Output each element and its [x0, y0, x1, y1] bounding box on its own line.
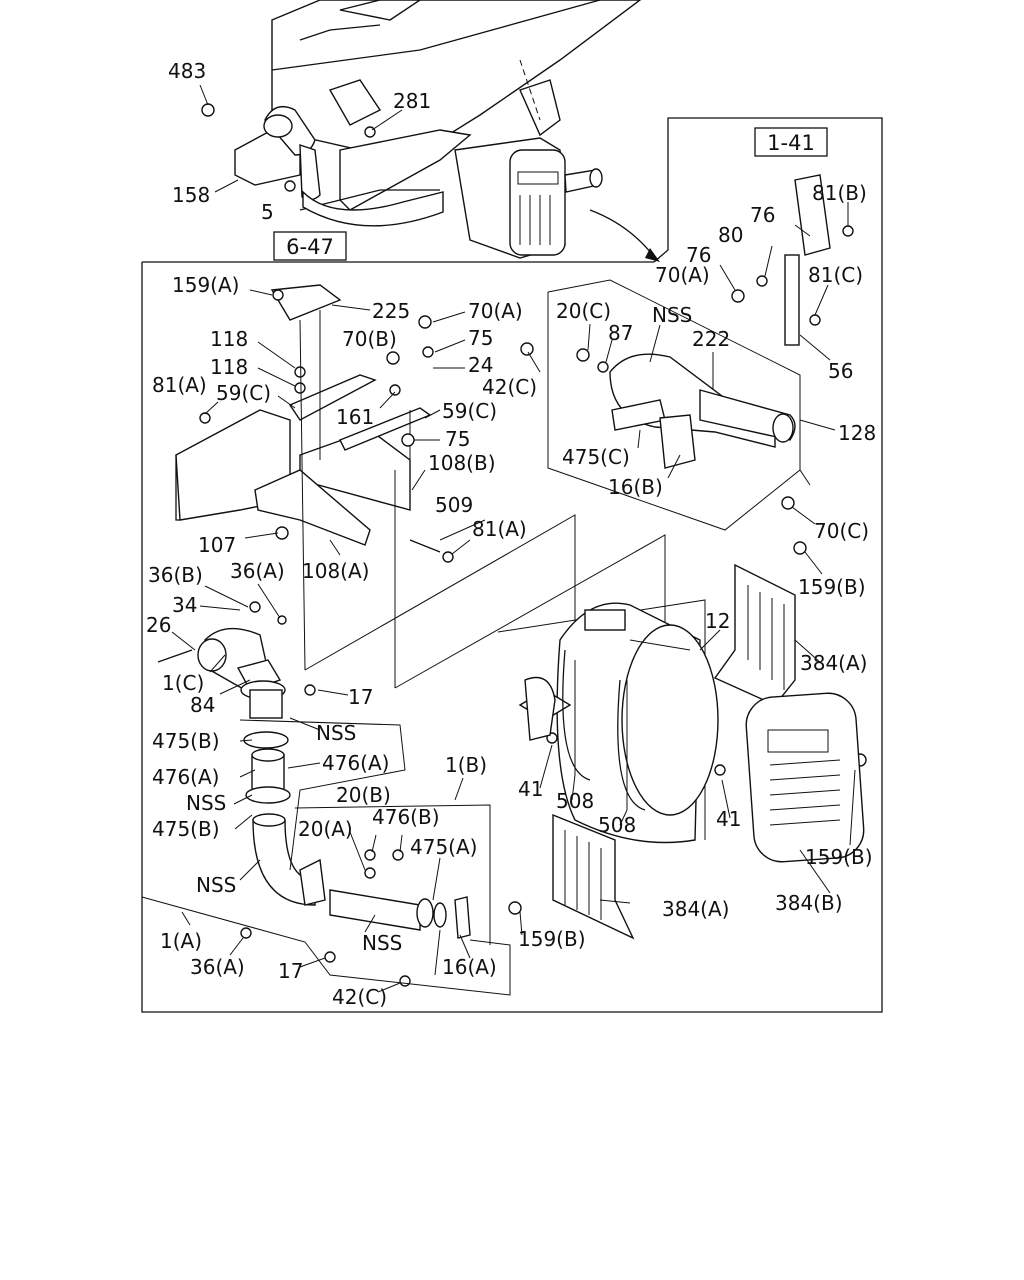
- part-label: 41: [518, 777, 543, 801]
- fasteners: [199, 103, 867, 987]
- leader-lines: [171, 84, 856, 993]
- part-label: 16(B): [608, 475, 663, 499]
- lower-exhaust-pipe-chain: [197, 627, 471, 939]
- part-label: 36(A): [190, 955, 245, 979]
- ref-label-6-47[interactable]: 6-47: [286, 235, 334, 259]
- tail-pipe-assembly: [609, 174, 831, 469]
- upper-right-frame: [141, 117, 883, 1013]
- frame-bracket-assembly: [175, 284, 432, 546]
- part-label: NSS: [652, 303, 692, 327]
- part-label: 222: [692, 327, 730, 351]
- part-label: 384(A): [800, 651, 867, 675]
- part-label: NSS: [362, 931, 402, 955]
- upper-exhaust-elbow: [263, 106, 444, 227]
- part-label: 59(C): [216, 381, 271, 405]
- part-label: 108(B): [428, 451, 496, 475]
- part-label: 509: [435, 493, 473, 517]
- part-label: 81(C): [808, 263, 863, 287]
- part-label: 24: [468, 353, 493, 377]
- part-label: 76: [750, 203, 775, 227]
- part-label: 384(A): [662, 897, 729, 921]
- part-label: 475(B): [152, 729, 220, 753]
- part-label: 1(C): [162, 671, 204, 695]
- part-label: NSS: [196, 873, 236, 897]
- part-label: 42(C): [482, 375, 537, 399]
- part-label: 476(B): [372, 805, 440, 829]
- part-label: 41: [716, 807, 741, 831]
- part-label: 108(A): [302, 559, 369, 583]
- part-label: 75: [445, 427, 470, 451]
- part-label: 159(B): [805, 845, 873, 869]
- part-label: 161: [336, 405, 374, 429]
- part-label: 158: [172, 183, 210, 207]
- part-label: 476(A): [152, 765, 219, 789]
- part-label: 70(C): [814, 519, 869, 543]
- ref-label-1-41[interactable]: 1-41: [767, 131, 815, 155]
- part-label: 84: [190, 693, 215, 717]
- part-label: 56: [828, 359, 853, 383]
- part-label: 1(B): [445, 753, 487, 777]
- part-label: 17: [278, 959, 303, 983]
- part-label: 281: [393, 89, 431, 113]
- part-label: 81(B): [812, 181, 867, 205]
- part-label: 483: [168, 59, 206, 83]
- part-label: 159(B): [518, 927, 586, 951]
- part-label: 12: [705, 609, 730, 633]
- muffler-cover-lower: [552, 813, 635, 940]
- part-label: 16(A): [442, 955, 497, 979]
- part-label: 20(C): [556, 299, 611, 323]
- part-label: 87: [608, 321, 633, 345]
- part-label: 107: [198, 533, 236, 557]
- part-label: 26: [146, 613, 171, 637]
- part-label: 159(A): [172, 273, 239, 297]
- part-label: 17: [348, 685, 373, 709]
- part-label: 76: [686, 243, 711, 267]
- part-label: 476(A): [322, 751, 389, 775]
- part-label: 36(B): [148, 563, 203, 587]
- ref-box-1-41[interactable]: [754, 127, 828, 157]
- part-label: 20(B): [336, 783, 391, 807]
- part-label: 34: [172, 593, 197, 617]
- part-label: 59(C): [442, 399, 497, 423]
- part-label: 159(B): [798, 575, 866, 599]
- part-label: 128: [838, 421, 876, 445]
- part-label: 70(A): [468, 299, 523, 323]
- part-label: 42(C): [332, 985, 387, 1009]
- part-label: 118: [210, 327, 248, 351]
- part-label: NSS: [316, 721, 356, 745]
- part-label: 75: [468, 326, 493, 350]
- main-muffler: [518, 602, 719, 844]
- part-label: 508: [556, 789, 594, 813]
- part-label: 81(A): [472, 517, 527, 541]
- part-label: 384(B): [775, 891, 843, 915]
- part-label: 80: [718, 223, 743, 247]
- part-label: 70(A): [655, 263, 710, 287]
- part-label: 475(A): [410, 835, 477, 859]
- part-label: 225: [372, 299, 410, 323]
- part-label: 81(A): [152, 373, 207, 397]
- part-label: 1(A): [160, 929, 202, 953]
- muffler-end-panel: [745, 692, 865, 863]
- part-label: 36(A): [230, 559, 285, 583]
- part-label: 5: [261, 200, 274, 224]
- part-label: 70(B): [342, 327, 397, 351]
- part-label: NSS: [186, 791, 226, 815]
- upper-muffler: [454, 137, 660, 262]
- part-label: 475(B): [152, 817, 220, 841]
- part-label: 20(A): [298, 817, 353, 841]
- part-labels: 483 281 158 5 81(B) 76 80 76 70(A) 81(C)…: [146, 59, 876, 1009]
- muffler-cover-upper: [713, 563, 796, 706]
- ref-box-6-47[interactable]: [273, 231, 347, 261]
- part-label: 508: [598, 813, 636, 837]
- part-label: 475(C): [562, 445, 630, 469]
- part-label: 118: [210, 355, 248, 379]
- vehicle-frame-illustration: [234, 0, 642, 211]
